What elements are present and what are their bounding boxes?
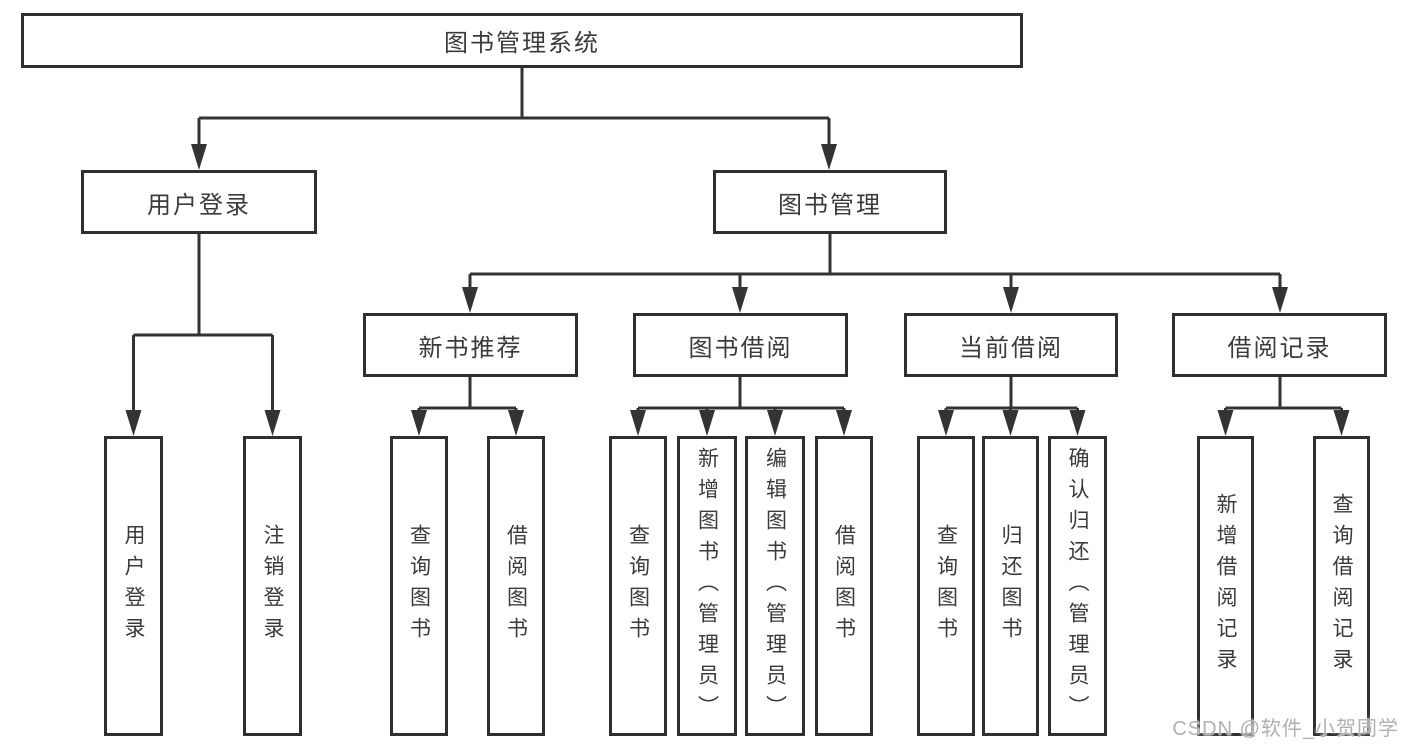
node-label: 查询图书 — [407, 524, 431, 648]
node-new-book-recommend: 新书推荐 — [363, 313, 578, 377]
arrow-down-icon — [191, 144, 207, 170]
node-label: 查询图书 — [934, 524, 958, 648]
node-label: 查询图书 — [626, 524, 650, 648]
node-leaf-cb-query-books: 查询图书 — [917, 436, 975, 736]
node-label: 新增借阅记录 — [1214, 493, 1238, 679]
node-leaf-rec-borrow-books: 借阅图书 — [487, 436, 545, 736]
node-label: 查询借阅记录 — [1330, 493, 1354, 679]
node-label: 用户登录 — [147, 191, 251, 219]
arrow-down-icon — [630, 410, 646, 436]
connector-userlogin-to-leaves — [132, 234, 274, 416]
arrow-down-icon — [1069, 410, 1086, 436]
connector-borrowrecords-to-leaves — [1224, 377, 1343, 416]
node-leaf-bb-edit-books-admin: 编辑图书（管理员） — [745, 436, 805, 736]
node-leaf-br-query-record: 查询借阅记录 — [1313, 436, 1370, 736]
arrow-down-icon — [699, 410, 715, 436]
arrow-down-icon — [411, 410, 427, 436]
node-label: 归还图书 — [999, 524, 1023, 648]
connector-root-to-level1 — [197, 68, 831, 150]
node-label: 当前借阅 — [959, 334, 1063, 362]
node-leaf-user-login: 用户登录 — [104, 436, 163, 736]
node-user-login: 用户登录 — [81, 170, 317, 234]
arrow-down-icon — [1003, 287, 1019, 313]
node-current-borrow: 当前借阅 — [904, 313, 1118, 377]
node-label: 借阅图书 — [832, 524, 856, 648]
arrow-down-icon — [125, 410, 142, 436]
arrow-down-icon — [508, 410, 524, 436]
connector-line-group — [132, 68, 1343, 416]
arrow-down-icon — [938, 410, 954, 436]
connector-bookborrow-to-leaves — [636, 377, 846, 416]
node-label: 借阅记录 — [1227, 334, 1332, 362]
node-book-management: 图书管理 — [713, 170, 947, 234]
watermark: CSDN @软件_小贺同学 — [1172, 718, 1399, 740]
node-leaf-cb-confirm-return-admin: 确认归还（管理员） — [1048, 436, 1107, 736]
node-leaf-br-add-record: 新增借阅记录 — [1197, 436, 1254, 736]
arrow-down-icon — [732, 287, 748, 313]
node-label: 新增图书（管理员） — [695, 446, 719, 726]
node-label: 确认归还（管理员） — [1066, 446, 1090, 726]
arrowhead-group — [125, 144, 1350, 436]
node-label: 图书管理 — [778, 191, 882, 219]
node-leaf-bb-borrow-books: 借阅图书 — [815, 436, 873, 736]
node-book-borrow: 图书借阅 — [633, 313, 848, 377]
connector-bookmgmt-to-level2 — [468, 234, 1282, 292]
arrow-down-icon — [1217, 410, 1234, 436]
arrow-down-icon — [462, 287, 478, 313]
node-leaf-logout: 注销登录 — [243, 436, 302, 736]
arrow-down-icon — [1272, 287, 1288, 313]
node-library-management-system: 图书管理系统 — [21, 13, 1023, 68]
node-label: 借阅图书 — [504, 524, 528, 648]
arrow-down-icon — [821, 144, 837, 170]
node-leaf-rec-query-books: 查询图书 — [390, 436, 448, 736]
node-leaf-bb-query-books: 查询图书 — [609, 436, 667, 736]
arrow-down-icon — [264, 410, 281, 436]
node-borrow-records: 借阅记录 — [1172, 313, 1387, 377]
arrow-down-icon — [1002, 410, 1019, 436]
arrow-down-icon — [836, 410, 852, 436]
node-label: 图书借阅 — [688, 334, 793, 362]
node-label: 注销登录 — [261, 524, 285, 648]
node-label: 图书管理系统 — [444, 30, 600, 57]
node-label: 用户登录 — [122, 524, 146, 648]
connector-newbookrec-to-leaves — [417, 377, 518, 416]
node-label: 新书推荐 — [418, 334, 523, 362]
arrow-down-icon — [767, 410, 783, 436]
arrow-down-icon — [1333, 410, 1350, 436]
node-leaf-bb-add-books-admin: 新增图书（管理员） — [677, 436, 737, 736]
node-leaf-cb-return-books: 归还图书 — [982, 436, 1039, 736]
node-label: 编辑图书（管理员） — [763, 446, 787, 726]
